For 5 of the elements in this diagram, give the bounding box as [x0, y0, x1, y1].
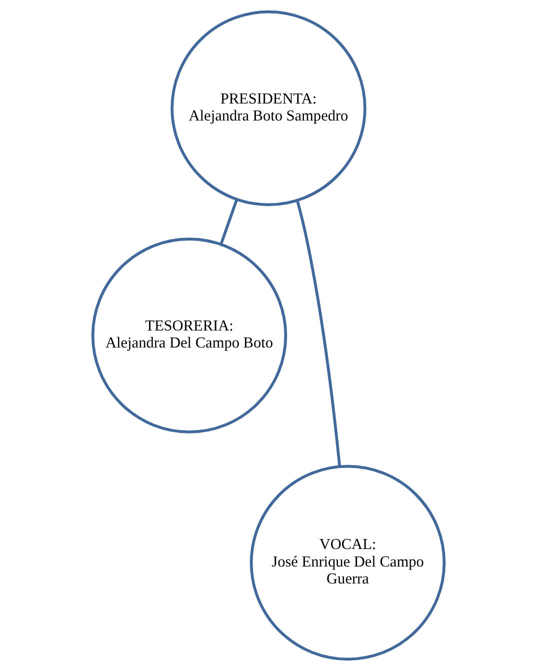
node-circle: PRESIDENTA: Alejandra Boto Sampedro	[170, 10, 366, 206]
node-circle: TESORERIA: Alejandra Del Campo Boto	[90, 238, 287, 434]
node-circle: VOCAL: José Enrique Del Campo Guerra	[249, 464, 446, 661]
connector	[219, 199, 238, 245]
connector	[295, 200, 341, 467]
